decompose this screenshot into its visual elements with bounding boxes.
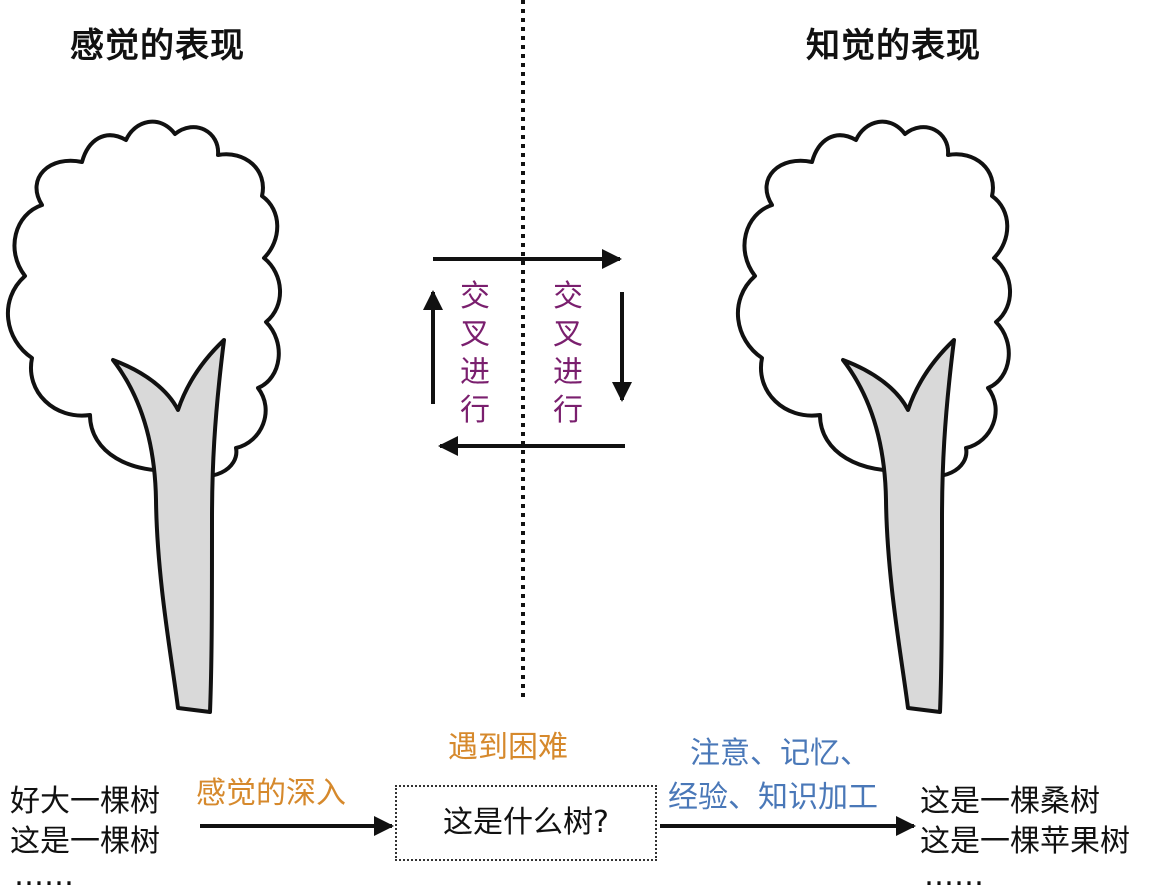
deepen-sensation-label: 感觉的深入 xyxy=(196,774,346,814)
left-tree-icon xyxy=(8,122,280,712)
cross-char: 行 xyxy=(548,392,588,430)
cross-char: 叉 xyxy=(455,316,495,354)
perception-line-1: 这是一棵桑树 xyxy=(920,782,1100,822)
cross-char: 交 xyxy=(455,278,495,316)
cross-label-left: 交 叉 进 行 xyxy=(455,278,495,430)
processing-label-line-2: 经验、知识加工 xyxy=(668,778,878,818)
question-box: 这是什么树? xyxy=(395,785,657,861)
title-sensation: 感觉的表现 xyxy=(70,18,245,67)
processing-label-line-1: 注意、记忆、 xyxy=(690,734,870,774)
sensation-line-1: 好大一棵树 xyxy=(10,782,160,822)
cross-char: 交 xyxy=(548,278,588,316)
sensation-ellipsis: …… xyxy=(14,856,74,896)
cross-char: 进 xyxy=(455,354,495,392)
title-perception: 知觉的表现 xyxy=(806,18,981,67)
right-tree-icon xyxy=(738,122,1010,712)
difficulty-label: 遇到困难 xyxy=(448,728,568,768)
cross-char: 进 xyxy=(548,354,588,392)
cross-char: 叉 xyxy=(548,316,588,354)
cross-label-right: 交 叉 进 行 xyxy=(548,278,588,430)
cross-char: 行 xyxy=(455,392,495,430)
perception-ellipsis: …… xyxy=(924,856,984,896)
